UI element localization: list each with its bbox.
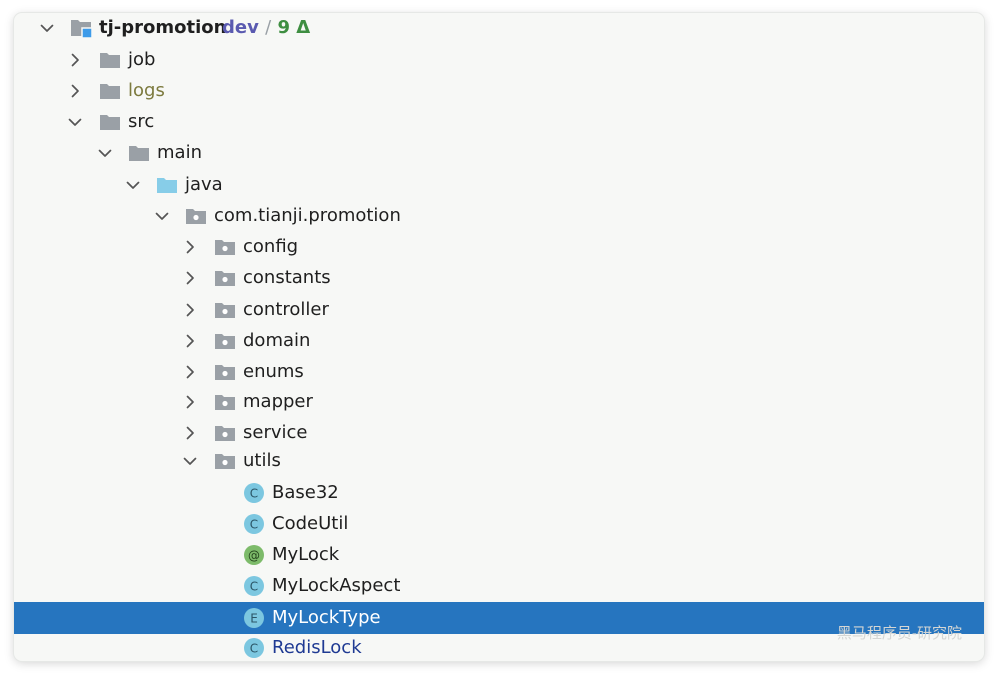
tree-item-controller[interactable]: controller — [14, 295, 984, 325]
annotation-icon: @ — [243, 544, 265, 566]
tree-item-redislock[interactable]: C RedisLock — [14, 633, 984, 661]
class-icon: C — [243, 575, 265, 597]
tree-item-label: CodeUtil — [272, 513, 349, 534]
tree-item-mylock[interactable]: @ MyLock — [14, 540, 984, 570]
source-folder-icon — [156, 174, 178, 196]
project-tree-panel: tj-promotion dev / 9 Δ job logs src main… — [14, 13, 984, 661]
tree-item-base32[interactable]: C Base32 — [14, 478, 984, 508]
package-icon — [214, 299, 236, 321]
tree-item-label: job — [128, 49, 156, 70]
tree-item-job[interactable]: job — [14, 45, 984, 75]
package-icon — [214, 422, 236, 444]
tree-item-package-root[interactable]: com.tianji.promotion — [14, 201, 984, 231]
module-folder-icon — [70, 17, 92, 39]
tree-item-enums[interactable]: enums — [14, 357, 984, 387]
chevron-down-icon[interactable] — [38, 19, 56, 37]
package-icon — [214, 361, 236, 383]
watermark: 黑马程序员-研究院 — [836, 624, 962, 642]
tree-item-java[interactable]: java — [14, 170, 984, 200]
tree-item-label: constants — [243, 267, 331, 288]
chevron-right-icon[interactable] — [181, 332, 199, 350]
tree-item-label: service — [243, 422, 308, 443]
tree-item-label: MyLock — [272, 544, 340, 565]
chevron-right-icon[interactable] — [66, 82, 84, 100]
tree-item-logs[interactable]: logs — [14, 76, 984, 106]
tree-item-label: logs — [128, 80, 165, 101]
branch-indicator: dev / 9 Δ — [222, 17, 310, 39]
tree-item-codeutil[interactable]: C CodeUtil — [14, 509, 984, 539]
chevron-down-icon[interactable] — [153, 207, 171, 225]
tree-item-main[interactable]: main — [14, 138, 984, 168]
chevron-right-icon[interactable] — [181, 393, 199, 411]
tree-item-label: MyLockType — [272, 607, 381, 628]
tree-item-label: java — [185, 174, 223, 195]
folder-icon — [128, 142, 150, 164]
tree-item-label: controller — [243, 299, 329, 320]
svg-text:C: C — [250, 518, 258, 532]
chevron-right-icon[interactable] — [66, 51, 84, 69]
tree-item-service[interactable]: service — [14, 418, 984, 448]
tree-item-mylocktype[interactable]: E MyLockType — [14, 602, 984, 634]
class-icon: C — [243, 513, 265, 535]
package-icon — [214, 391, 236, 413]
tree-item-constants[interactable]: constants — [14, 263, 984, 293]
chevron-right-icon[interactable] — [181, 301, 199, 319]
package-icon — [214, 330, 236, 352]
tree-item-src[interactable]: src — [14, 107, 984, 137]
branch-separator: / — [265, 17, 272, 38]
project-name: tj-promotion — [99, 17, 227, 38]
package-icon — [185, 205, 207, 227]
tree-item-label: com.tianji.promotion — [214, 205, 401, 226]
tree-row-project[interactable]: tj-promotion dev / 9 Δ — [14, 13, 984, 43]
tree-item-config[interactable]: config — [14, 232, 984, 262]
chevron-down-icon[interactable] — [96, 144, 114, 162]
chevron-down-icon[interactable] — [181, 452, 199, 470]
svg-text:@: @ — [248, 549, 260, 563]
folder-icon — [99, 111, 121, 133]
svg-text:C: C — [250, 580, 258, 594]
tree-item-mylockaspect[interactable]: C MyLockAspect — [14, 571, 984, 601]
tree-item-label: domain — [243, 330, 311, 351]
folder-icon — [99, 49, 121, 71]
chevron-down-icon[interactable] — [124, 176, 142, 194]
svg-text:C: C — [250, 487, 258, 501]
package-icon — [214, 450, 236, 472]
tree-item-label: mapper — [243, 391, 313, 412]
chevron-right-icon[interactable] — [181, 363, 199, 381]
enum-icon: E — [243, 607, 265, 629]
tree-item-label: utils — [243, 450, 281, 471]
tree-item-label: RedisLock — [272, 637, 362, 658]
tree-item-domain[interactable]: domain — [14, 326, 984, 356]
class-icon: C — [243, 637, 265, 659]
change-count: 9 Δ — [277, 17, 311, 38]
chevron-down-icon[interactable] — [66, 113, 84, 131]
branch-name: dev — [222, 17, 259, 38]
package-icon — [214, 267, 236, 289]
folder-icon — [99, 80, 121, 102]
tree-item-mapper[interactable]: mapper — [14, 387, 984, 417]
svg-text:C: C — [250, 642, 258, 656]
package-icon — [214, 236, 236, 258]
tree-item-label: Base32 — [272, 482, 339, 503]
chevron-right-icon[interactable] — [181, 238, 199, 256]
tree-item-utils[interactable]: utils — [14, 446, 984, 476]
svg-text:E: E — [250, 612, 258, 626]
tree-item-label: main — [157, 142, 202, 163]
class-icon: C — [243, 482, 265, 504]
tree-item-label: MyLockAspect — [272, 575, 401, 596]
chevron-right-icon[interactable] — [181, 269, 199, 287]
chevron-right-icon[interactable] — [181, 424, 199, 442]
tree-item-label: enums — [243, 361, 304, 382]
tree-item-label: config — [243, 236, 299, 257]
tree-item-label: src — [128, 111, 155, 132]
